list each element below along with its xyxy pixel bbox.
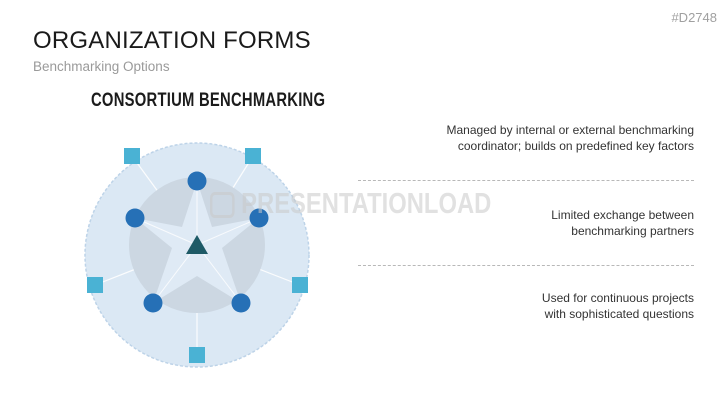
partner-node xyxy=(125,208,145,228)
point-3-line-2: with sophisticated questions xyxy=(544,307,694,321)
page-title: ORGANIZATION FORMS xyxy=(33,27,311,54)
corner-square xyxy=(189,347,205,363)
point-1-line-2: coordinator; builds on predefined key fa… xyxy=(457,139,694,153)
divider xyxy=(358,180,694,181)
corner-square xyxy=(245,148,261,164)
corner-square xyxy=(292,277,308,293)
partner-node xyxy=(231,293,251,313)
consortium-diagram xyxy=(84,142,310,368)
point-3-line-1: Used for continuous projects xyxy=(541,291,694,305)
corner-square xyxy=(87,277,103,293)
point-3: Used for continuous projects with sophis… xyxy=(542,290,694,322)
watermark-icon xyxy=(210,191,235,218)
slide-id: #D2748 xyxy=(671,10,717,25)
partner-node xyxy=(143,293,163,313)
watermark: PRESENTATIONLOAD xyxy=(210,188,491,221)
coordinator-triangle xyxy=(186,235,208,254)
point-1-line-1: Managed by internal or external benchmar… xyxy=(446,123,694,137)
corner-square xyxy=(124,148,140,164)
star-lines xyxy=(134,181,260,304)
watermark-text: PRESENTATIONLOAD xyxy=(241,188,492,220)
diagram-title: CONSORTIUM BENCHMARKING xyxy=(91,90,326,111)
point-2: Limited exchange between benchmarking pa… xyxy=(551,207,694,239)
divider xyxy=(358,265,694,266)
point-1: Managed by internal or external benchmar… xyxy=(447,122,694,154)
page-subtitle: Benchmarking Options xyxy=(33,59,170,74)
point-2-line-2: benchmarking partners xyxy=(571,224,694,238)
point-2-line-1: Limited exchange between xyxy=(551,208,694,222)
partner-node xyxy=(187,171,207,191)
partner-node xyxy=(249,208,269,228)
